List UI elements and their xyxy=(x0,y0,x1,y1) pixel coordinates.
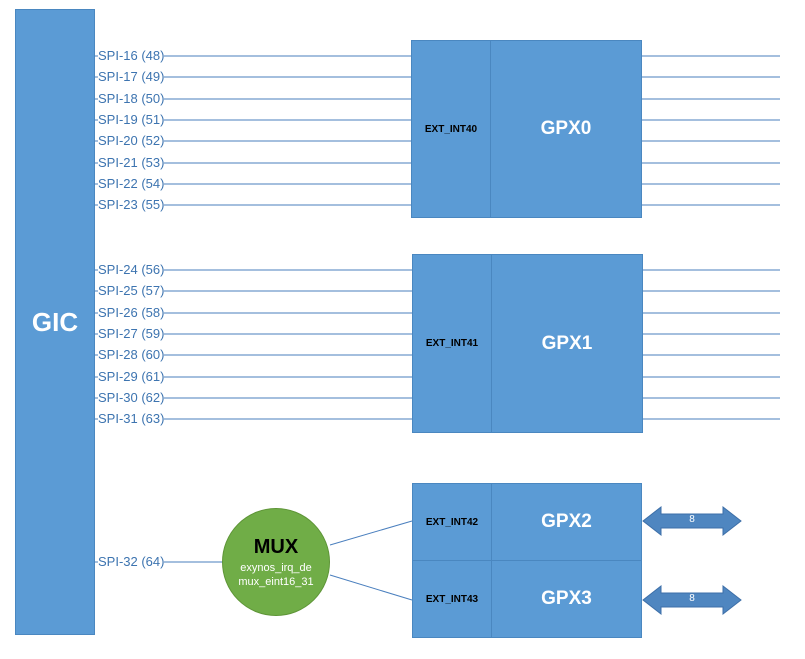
spi-label: SPI-22 (54) xyxy=(98,176,165,191)
gpx2-label: GPX2 xyxy=(541,511,592,532)
spi-label: SPI-32 (64) xyxy=(98,554,165,569)
gpx2-width-label: 8 xyxy=(689,514,695,525)
spi-label: SPI-17 (49) xyxy=(98,69,165,84)
spi-label: SPI-23 (55) xyxy=(98,197,165,212)
spi-label: SPI-18 (50) xyxy=(98,91,165,106)
mux-to-ext-int42-wire xyxy=(329,520,413,546)
gpx1-label: GPX1 xyxy=(541,332,593,354)
gpx2-block: GPX2 xyxy=(491,483,642,561)
ext-int43-block: EXT_INT43 xyxy=(412,560,492,638)
spi-label: SPI-21 (53) xyxy=(98,155,165,170)
gpx3-width-label: 8 xyxy=(689,593,695,604)
gpx1-block: GPX1 xyxy=(491,254,643,433)
mux-title: MUX xyxy=(253,535,299,558)
gic-block: GIC xyxy=(15,9,95,635)
mux-to-ext-int43-wire xyxy=(329,574,413,601)
spi-label: SPI-26 (58) xyxy=(98,305,165,320)
ext-int40-block: EXT_INT40 xyxy=(411,40,491,218)
spi-label: SPI-20 (52) xyxy=(98,133,165,148)
spi-label: SPI-19 (51) xyxy=(98,112,165,127)
spi-label: SPI-29 (61) xyxy=(98,369,165,384)
ext-int42-block: EXT_INT42 xyxy=(412,483,492,561)
spi-label: SPI-24 (56) xyxy=(98,262,165,277)
ext-int41-block: EXT_INT41 xyxy=(412,254,492,433)
mux-subtitle: exynos_irq_demux_eint16_31 xyxy=(238,561,314,588)
spi-label: SPI-30 (62) xyxy=(98,390,165,405)
ext-int43-label: EXT_INT43 xyxy=(425,593,479,605)
gpx0-label: GPX0 xyxy=(540,118,592,139)
spi-label: SPI-28 (60) xyxy=(98,347,165,362)
gpx3-bidir-arrow xyxy=(642,584,742,616)
ext-int41-label: EXT_INT41 xyxy=(425,338,479,349)
gpx3-block: GPX3 xyxy=(491,560,642,638)
ext-int42-label: EXT_INT42 xyxy=(425,516,479,528)
gpx3-label: GPX3 xyxy=(541,588,592,609)
spi-label: SPI-25 (57) xyxy=(98,283,165,298)
ext-int40-label: EXT_INT40 xyxy=(424,123,478,135)
spi-label: SPI-16 (48) xyxy=(98,48,165,63)
gpx2-bidir-arrow xyxy=(642,505,742,537)
gpx0-block: GPX0 xyxy=(490,40,642,218)
spi-label: SPI-27 (59) xyxy=(98,326,165,341)
spi-label: SPI-31 (63) xyxy=(98,411,165,426)
mux-circle: MUX exynos_irq_demux_eint16_31 xyxy=(222,508,330,616)
gic-label: GIC xyxy=(31,306,79,337)
